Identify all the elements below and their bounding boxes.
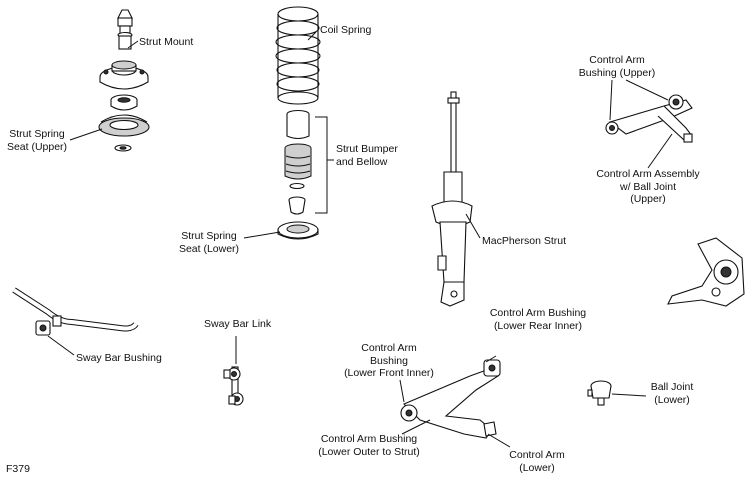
label-control-arm-bushing-lower-front-inner: Control Arm Bushing (Lower Front Inner) bbox=[344, 342, 434, 379]
macpherson-strut bbox=[431, 91, 473, 307]
figure-id: F379 bbox=[6, 463, 30, 475]
sway-bar bbox=[12, 287, 139, 336]
label-control-arm-lower: Control Arm (Lower) bbox=[509, 449, 565, 474]
strut-bumper-and-bellow bbox=[284, 109, 334, 215]
label-strut-bumper-and-bellow: Strut Bumper and Bellow bbox=[336, 143, 398, 168]
label-coil-spring: Coil Spring bbox=[320, 24, 372, 36]
label-control-arm-bushing-lower-rear-inner: Control Arm Bushing (Lower Rear Inner) bbox=[489, 307, 587, 332]
sway-bar-link bbox=[223, 366, 244, 406]
label-control-arm-assembly-upper: Control Arm Assembly w/ Ball Joint (Uppe… bbox=[596, 168, 700, 205]
steering-knuckle bbox=[667, 237, 745, 307]
label-strut-spring-seat-upper: Strut Spring Seat (Upper) bbox=[6, 128, 68, 153]
label-sway-bar-link: Sway Bar Link bbox=[204, 318, 272, 330]
label-ball-joint-lower: Ball Joint (Lower) bbox=[650, 381, 694, 406]
label-sway-bar-bushing: Sway Bar Bushing bbox=[76, 352, 162, 364]
label-strut-spring-seat-lower: Strut Spring Seat (Lower) bbox=[178, 230, 240, 255]
lower-ball-joint bbox=[587, 380, 612, 406]
lower-control-arm bbox=[400, 359, 501, 439]
upper-control-arm bbox=[605, 94, 693, 143]
strut-mount-stack bbox=[98, 9, 150, 152]
label-macpherson-strut: MacPherson Strut bbox=[482, 235, 567, 247]
label-strut-mount: Strut Mount bbox=[139, 36, 194, 48]
strut-spring-seat-lower bbox=[277, 221, 319, 240]
label-control-arm-bushing-upper: Control Arm Bushing (Upper) bbox=[578, 54, 656, 79]
label-control-arm-bushing-lower-outer: Control Arm Bushing (Lower Outer to Stru… bbox=[318, 433, 420, 458]
coil-spring bbox=[275, 6, 321, 105]
leader-lines bbox=[47, 31, 673, 448]
